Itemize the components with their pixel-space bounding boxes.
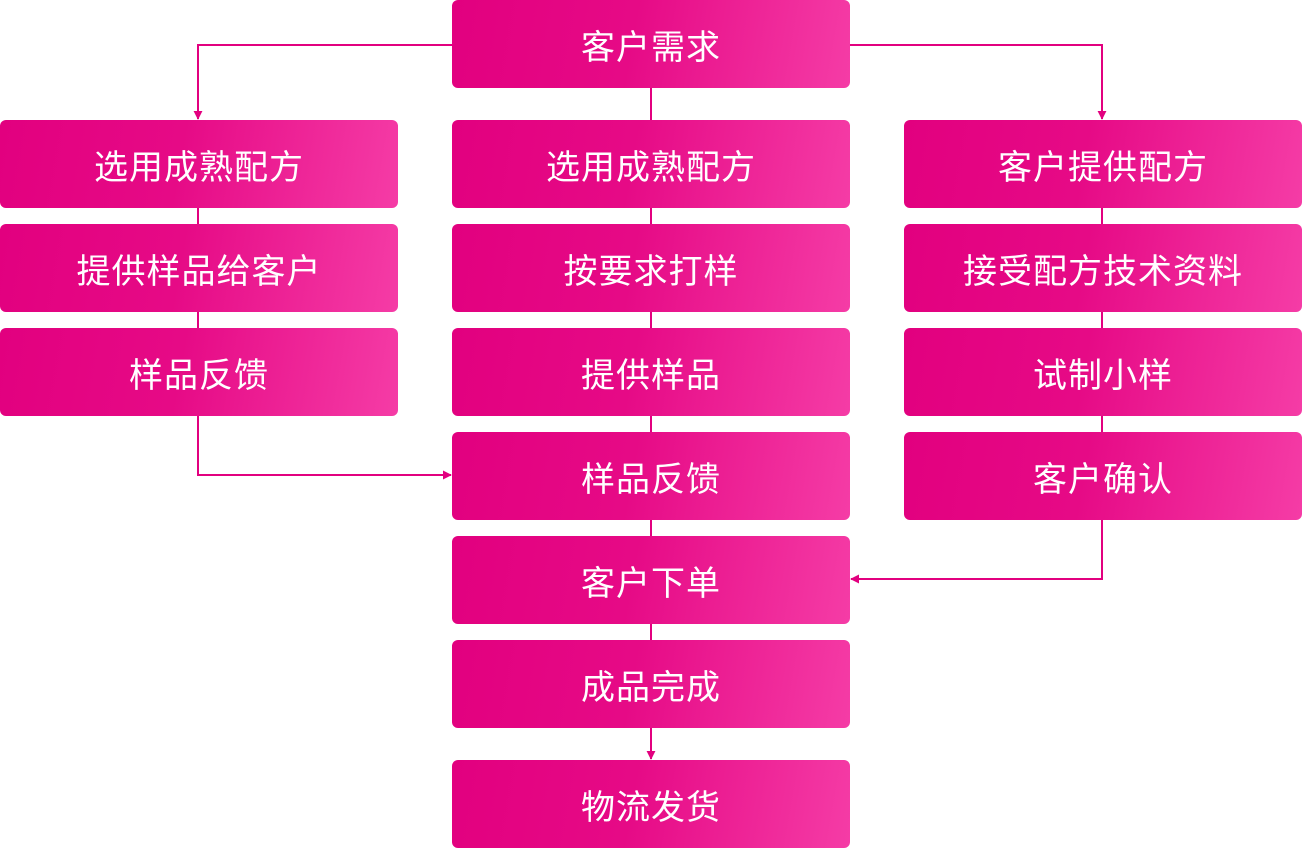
node-right-2-label: 接受配方技术资料 — [963, 251, 1243, 292]
connector-left-to-center — [197, 416, 452, 480]
node-center-7: 物流发货 — [452, 760, 850, 848]
node-start: 客户需求 — [452, 0, 850, 88]
node-right-1: 客户提供配方 — [904, 120, 1302, 208]
node-center-1: 选用成熟配方 — [452, 120, 850, 208]
node-left-2-label: 提供样品给客户 — [76, 251, 322, 292]
node-center-6-label: 成品完成 — [581, 667, 721, 708]
node-center-4: 样品反馈 — [452, 432, 850, 520]
node-center-2-label: 按要求打样 — [563, 251, 739, 292]
node-center-6: 成品完成 — [452, 640, 850, 728]
node-left-1-label: 选用成熟配方 — [94, 147, 304, 188]
node-left-3: 样品反馈 — [0, 328, 398, 416]
node-center-4-label: 样品反馈 — [581, 459, 721, 500]
node-right-3-label: 试制小样 — [1033, 355, 1173, 396]
node-right-2: 接受配方技术资料 — [904, 224, 1302, 312]
connector-start-to-right — [850, 44, 1107, 120]
node-left-1: 选用成熟配方 — [0, 120, 398, 208]
node-center-3-label: 提供样品 — [581, 355, 721, 396]
node-center-5-label: 客户下单 — [581, 563, 721, 604]
node-center-3: 提供样品 — [452, 328, 850, 416]
node-right-1-label: 客户提供配方 — [998, 147, 1208, 188]
node-center-2: 按要求打样 — [452, 224, 850, 312]
node-left-3-label: 样品反馈 — [129, 355, 269, 396]
node-center-5: 客户下单 — [452, 536, 850, 624]
node-start-label: 客户需求 — [581, 27, 721, 68]
node-right-4-label: 客户确认 — [1033, 459, 1173, 500]
node-center-7-label: 物流发货 — [581, 787, 721, 828]
node-left-2: 提供样品给客户 — [0, 224, 398, 312]
node-right-4: 客户确认 — [904, 432, 1302, 520]
node-center-1-label: 选用成熟配方 — [546, 147, 756, 188]
connector-start-to-left — [193, 44, 452, 120]
connector-right-to-center — [850, 520, 1103, 584]
node-right-3: 试制小样 — [904, 328, 1302, 416]
